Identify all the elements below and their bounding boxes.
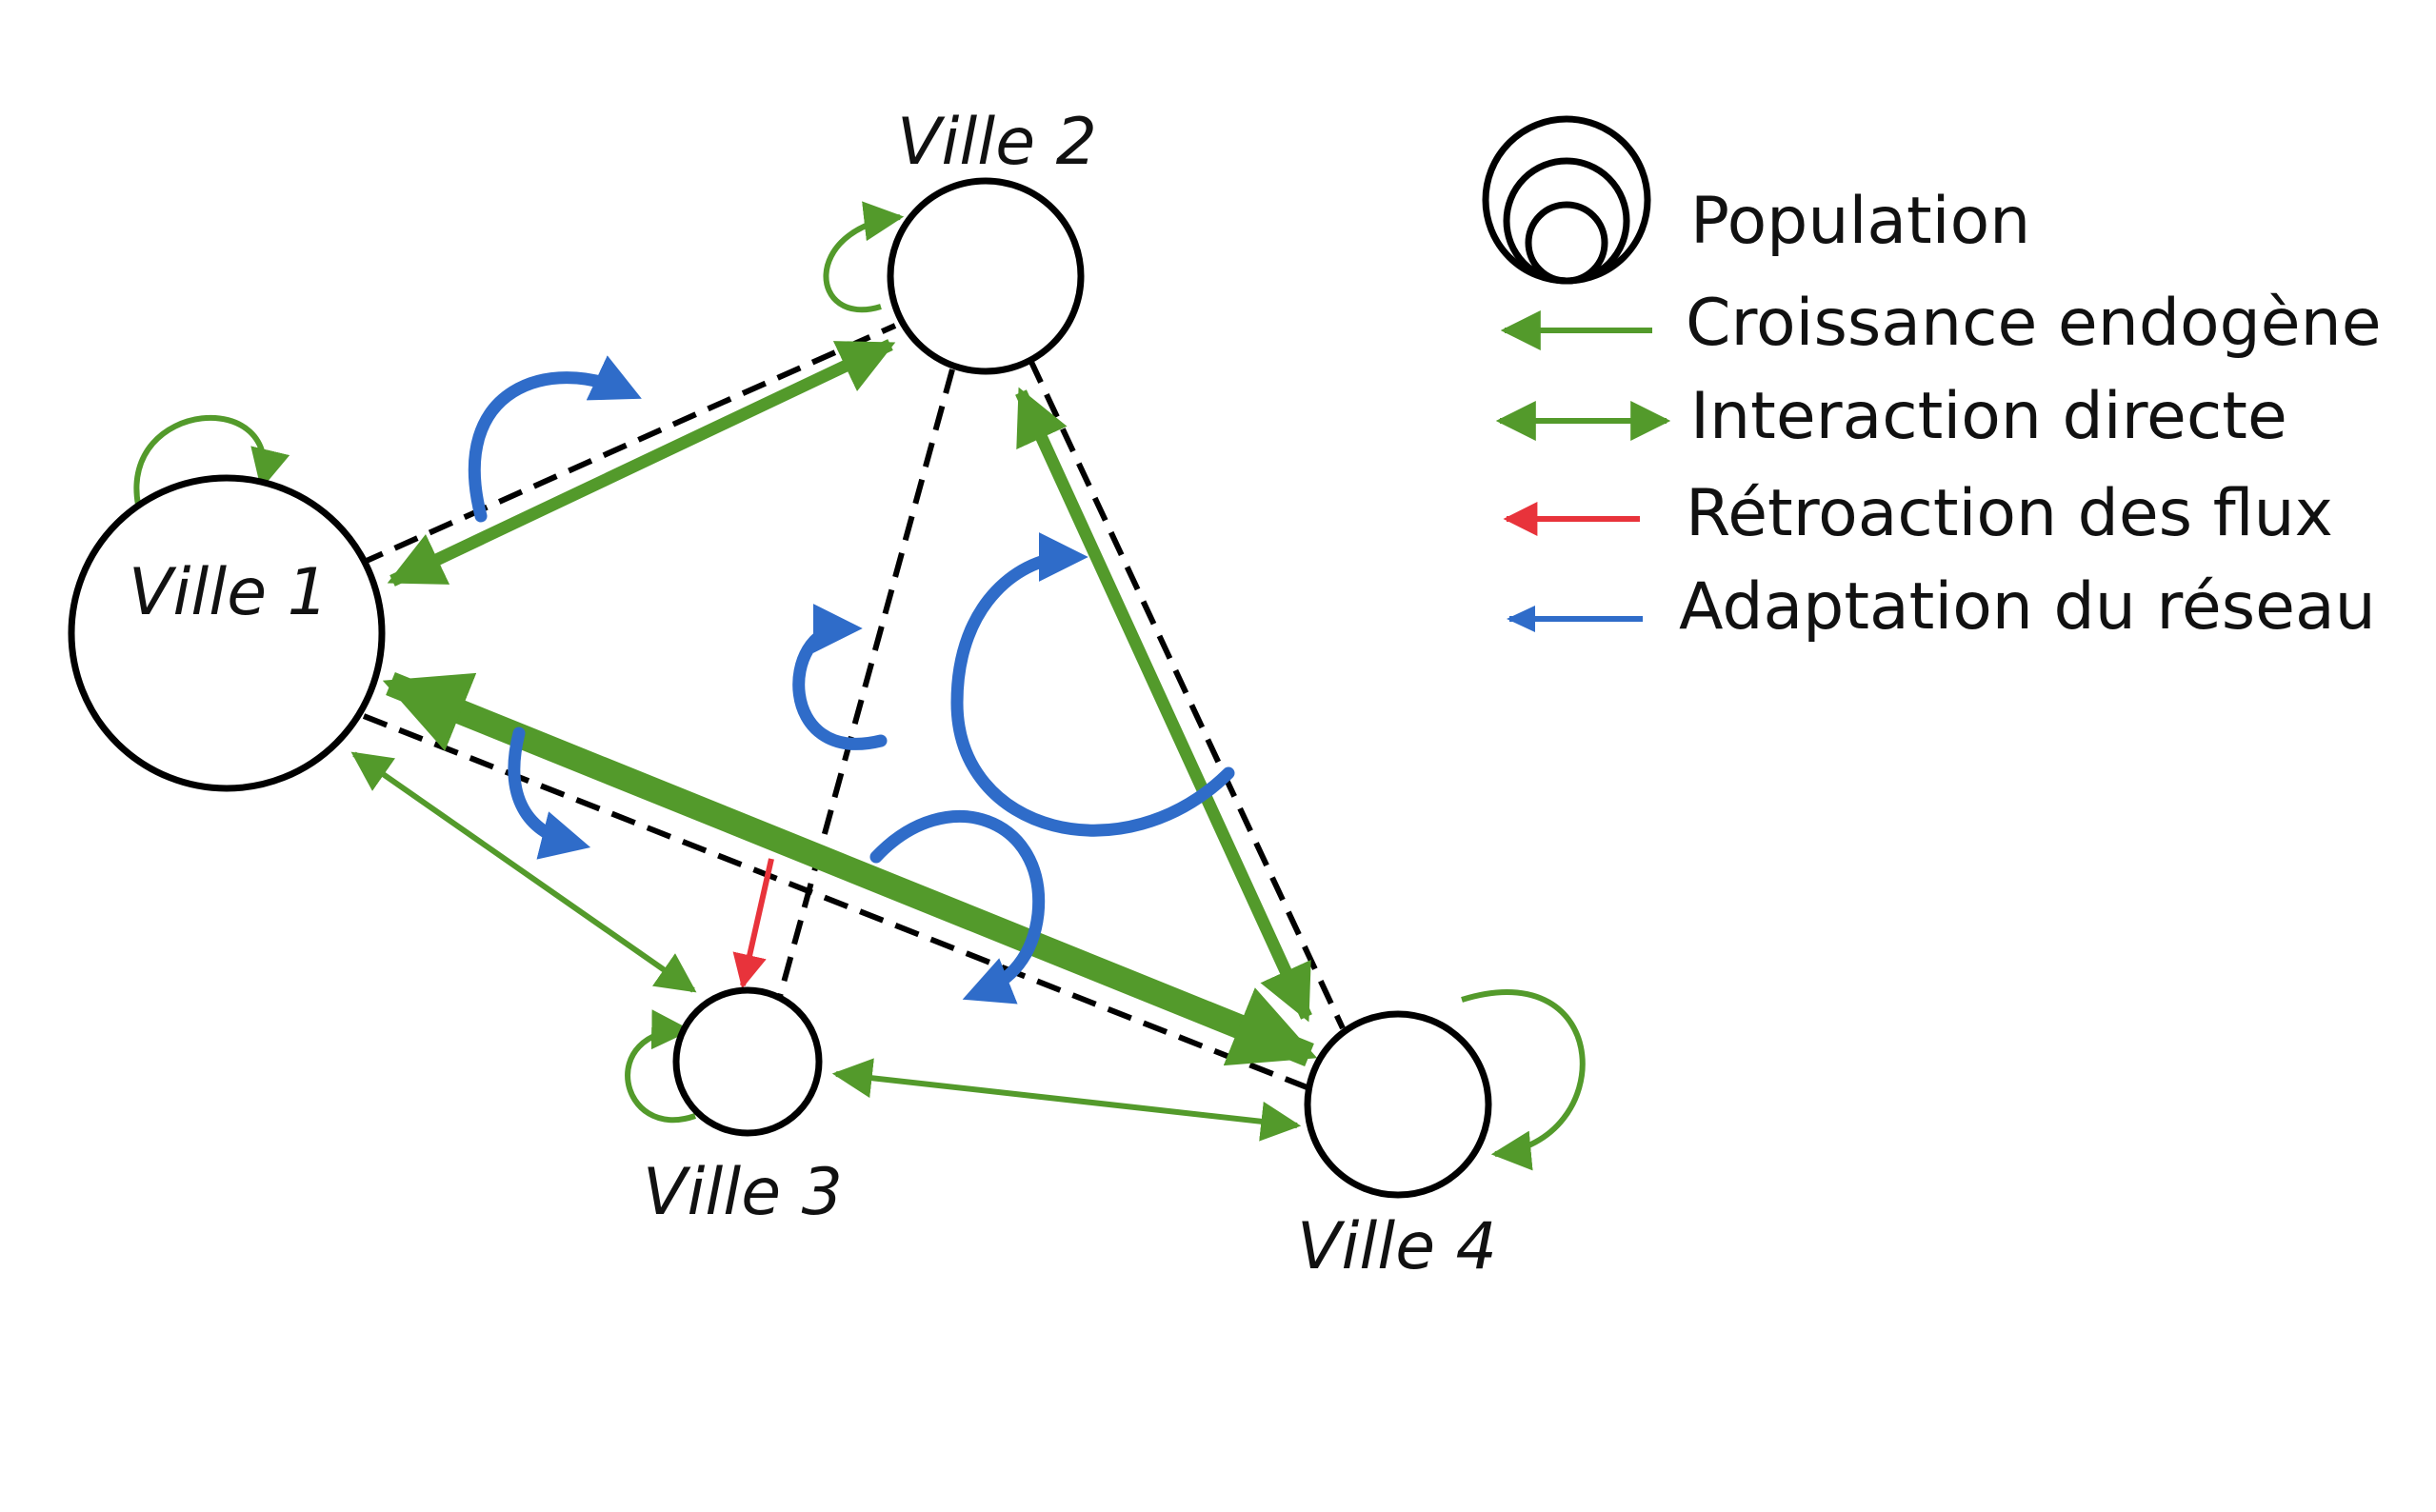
- road-v1-v2: [358, 323, 897, 567]
- city-label-v4: Ville 4: [1297, 1209, 1497, 1284]
- city-node-v1: [68, 474, 386, 792]
- network-adaptation-arrows: [469, 355, 1235, 1005]
- interaction-v2-v4: [1015, 387, 1312, 1023]
- flux-feedback-arrow: [732, 858, 774, 989]
- legend-population-icon: [1482, 115, 1651, 285]
- road-v1-v4: [362, 713, 1316, 1093]
- legend-network-label: Adaptation du réseau: [1679, 569, 2376, 645]
- city-node-v3: [672, 986, 823, 1137]
- city-nodes: [68, 177, 1492, 1199]
- city-label-v2: Ville 2: [897, 105, 1097, 180]
- self-loop-v2: [823, 201, 905, 313]
- interaction-v3-v4: [831, 1058, 1302, 1142]
- city-node-v2: [887, 177, 1085, 375]
- self-loop-v3: [625, 1009, 696, 1124]
- network-links: [358, 323, 1346, 1093]
- legend-endogenous-label: Croissance endogène: [1686, 286, 2382, 361]
- adaptation-arrow-v1-v3: [508, 726, 591, 860]
- adaptation-arrow-v2-v3: [792, 604, 888, 750]
- city-label-v1: Ville 1: [129, 555, 329, 630]
- self-loop-v1: [133, 414, 290, 506]
- road-v2-v4: [1028, 358, 1346, 1030]
- self-loop-v4: [1461, 989, 1586, 1171]
- endogenous-loops: [133, 201, 1586, 1171]
- interaction-v1-v2: [387, 339, 896, 587]
- interaction-arrows: [350, 339, 1318, 1142]
- legend-population-label: Population: [1690, 184, 2030, 259]
- legend-network-arrowhead: [1507, 606, 1535, 632]
- adaptation-arrow-v3-v4: [869, 810, 1046, 1005]
- interaction-v1-v3: [350, 751, 697, 993]
- adaptation-arrow-v2-v4: [950, 532, 1235, 837]
- legend-flux-label: Rétroaction des flux: [1686, 476, 2333, 551]
- legend: Population Croissance endogène Interacti…: [1482, 115, 2382, 645]
- city-label-v3: Ville 3: [643, 1155, 843, 1230]
- adaptation-arrow-v1-v2: [469, 355, 642, 523]
- city-node-v4: [1304, 1010, 1492, 1199]
- legend-interaction-label: Interaction directe: [1690, 379, 2287, 454]
